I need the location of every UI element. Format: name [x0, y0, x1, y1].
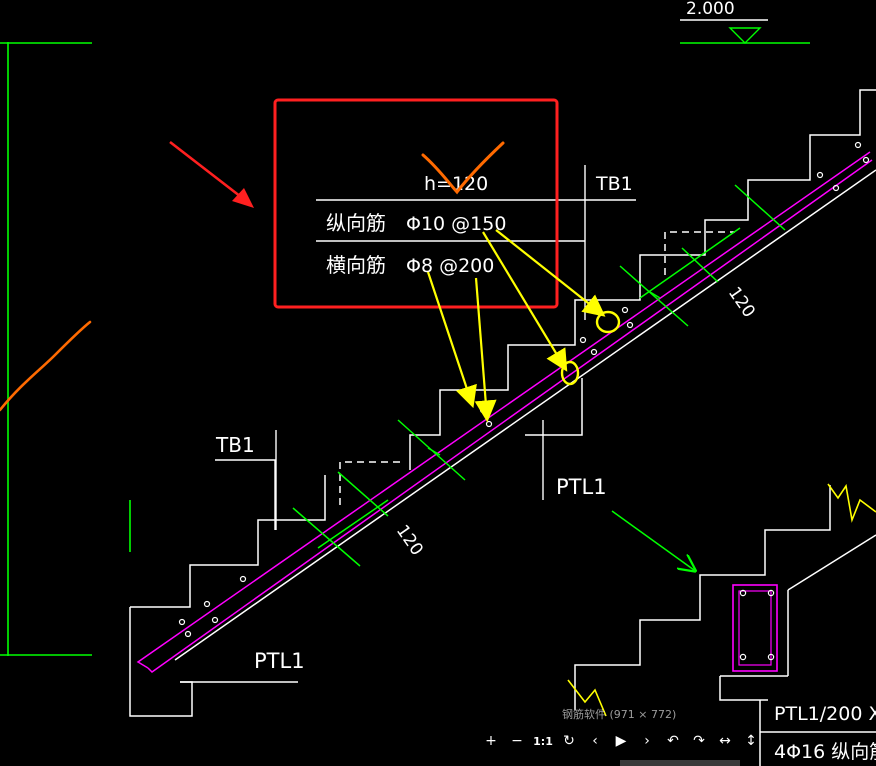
label-ptl1-lower: PTL1 — [254, 649, 305, 673]
flip-horizontal-button[interactable]: ↔ — [719, 733, 731, 749]
red-pointer-arrow — [169, 140, 254, 208]
table-row-2-name: 横向筋 — [326, 253, 386, 277]
yellow-highlight-circles — [560, 310, 621, 386]
rotate-left-button[interactable]: ↶ — [667, 733, 679, 749]
elevation-label: 2.000 — [686, 0, 735, 19]
table-row-2-spec: Φ8 @200 — [406, 255, 494, 277]
play-button[interactable]: ▶ — [615, 733, 627, 749]
left-dimension-line — [0, 42, 92, 656]
orange-check-mark — [421, 141, 505, 195]
viewer-toolbar: + − 1:1 ↻ ‹ ▶ › ↶ ↷ ↔ ↕ — [478, 728, 768, 754]
viewer-scrollbar[interactable] — [620, 760, 740, 766]
section-rebar-spec: 4Φ16 纵向筋 — [774, 741, 876, 763]
table-header: h=120 — [424, 173, 488, 195]
elevation-marker: 2.000 — [680, 0, 810, 44]
table-row-1-spec: Φ10 @150 — [406, 213, 506, 235]
viewer-caption: 钢筋软件 (971 × 772) — [562, 708, 677, 721]
dim-label-upper: 120 — [724, 283, 759, 321]
main-rebar — [136, 151, 873, 673]
green-section-pointer — [611, 510, 694, 570]
stair-steps-lower — [130, 475, 326, 608]
rebar-spec-table: h=120 TB1 纵向筋 Φ10 @150 横向筋 Φ8 @200 — [316, 173, 636, 277]
rotate-right-button[interactable]: ↷ — [693, 733, 705, 749]
stair-steps-upper — [409, 89, 876, 470]
slab-dimension-lines — [292, 184, 786, 567]
yellow-annotation-arrows — [426, 229, 606, 423]
dashed-step-outlines — [339, 231, 735, 505]
dim-label-lower: 120 — [392, 521, 427, 559]
label-tb1-lower: TB1 — [215, 433, 255, 457]
beam-section — [732, 584, 778, 672]
mid-support-outline — [525, 378, 583, 436]
label-ptl1-mid: PTL1 — [556, 475, 607, 499]
actual-size-button[interactable]: 1:1 — [533, 734, 553, 748]
zoom-in-button[interactable]: + — [485, 733, 497, 749]
table-tag-tb1: TB1 — [595, 173, 633, 195]
orange-scribble — [0, 320, 92, 412]
previous-button[interactable]: ‹ — [592, 733, 598, 749]
table-row-1-name: 纵向筋 — [326, 211, 386, 235]
section-title: PTL1/200 X4 — [774, 703, 876, 725]
tb1-leaders — [215, 165, 586, 530]
flip-vertical-button[interactable]: ↕ — [745, 733, 757, 749]
slab-bottom-line — [174, 169, 876, 661]
break-line-symbol-lower — [567, 679, 607, 717]
next-button[interactable]: › — [644, 733, 650, 749]
zoom-out-button[interactable]: − — [511, 733, 523, 749]
refresh-button[interactable]: ↻ — [563, 733, 575, 749]
break-line-symbol — [827, 483, 876, 523]
highlight-box — [273, 98, 559, 309]
section-detail — [574, 485, 876, 766]
